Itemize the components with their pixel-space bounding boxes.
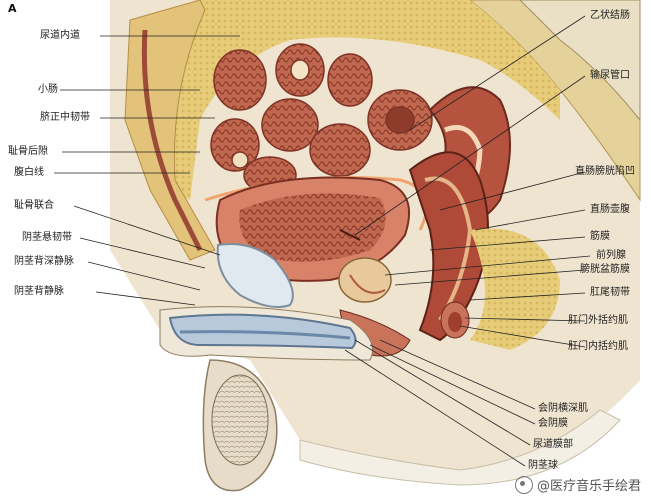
bladder-lumen: [239, 193, 386, 262]
label-pubic-symphysis: 耻骨联合: [14, 200, 54, 211]
label-fascia: 筋膜: [590, 231, 610, 242]
label-bulb-of-penis: 阴茎球: [528, 460, 558, 471]
prostate: [338, 257, 392, 303]
label-deep-dorsal-vein: 阴茎背深静脉: [14, 256, 74, 267]
abdominal-fat: [150, 0, 560, 200]
label-sigmoid-colon: 乙状结肠: [590, 10, 630, 21]
label-rectal-ampulla: 直肠壶腹: [590, 204, 630, 215]
label-deep-transverse-perineal: 会阴横深肌: [538, 403, 588, 414]
internal-sphincter: [448, 312, 462, 332]
pubic-symphysis: [216, 243, 294, 308]
label-rectovesical-pouch: 直肠膀胱陷凹: [575, 166, 635, 177]
label-perineal-membrane: 会阴膜: [538, 418, 568, 429]
label-small-intestine: 小肠: [38, 84, 58, 95]
watermark: @医疗音乐手绘君: [514, 475, 641, 494]
thigh: [299, 409, 621, 486]
urethra-line: [179, 330, 351, 340]
watermark-text: @医疗音乐手绘君: [536, 479, 641, 494]
label-median-umbilical-ligament: 脐正中韧带: [40, 112, 90, 123]
label-dorsal-vein: 阴茎背静脉: [14, 286, 64, 297]
leader-lines: [54, 15, 591, 467]
label-membranous-urethra: 尿道膜部: [533, 439, 573, 450]
label-linea-alba: 腹白线: [14, 167, 44, 178]
small-intestine: [210, 43, 433, 194]
label-suspensory-ligament: 阴茎悬韧带: [22, 232, 72, 243]
label-prostate: 前列腺: [596, 250, 626, 261]
panel-letter: A: [8, 2, 17, 15]
label-urethra-internal: 尿道内道: [40, 30, 80, 41]
label-retropubic-space: 耻骨后隙: [8, 146, 48, 157]
weibo-icon: [514, 475, 533, 494]
label-internal-anal-sphincter: 肛门内括约肌: [568, 341, 628, 352]
label-external-anal-sphincter: 肛门外括约肌: [568, 315, 628, 326]
sacrum-bone: [519, 0, 641, 122]
rectus-sheath: [141, 29, 203, 252]
label-ureteral-orifice: 输尿管口: [590, 70, 630, 81]
label-vesicopelvic-fascia: 膀胱盆筋膜: [580, 264, 630, 275]
label-anococcygeal-ligament: 肛尾韧带: [590, 287, 630, 298]
testis: [211, 374, 269, 466]
